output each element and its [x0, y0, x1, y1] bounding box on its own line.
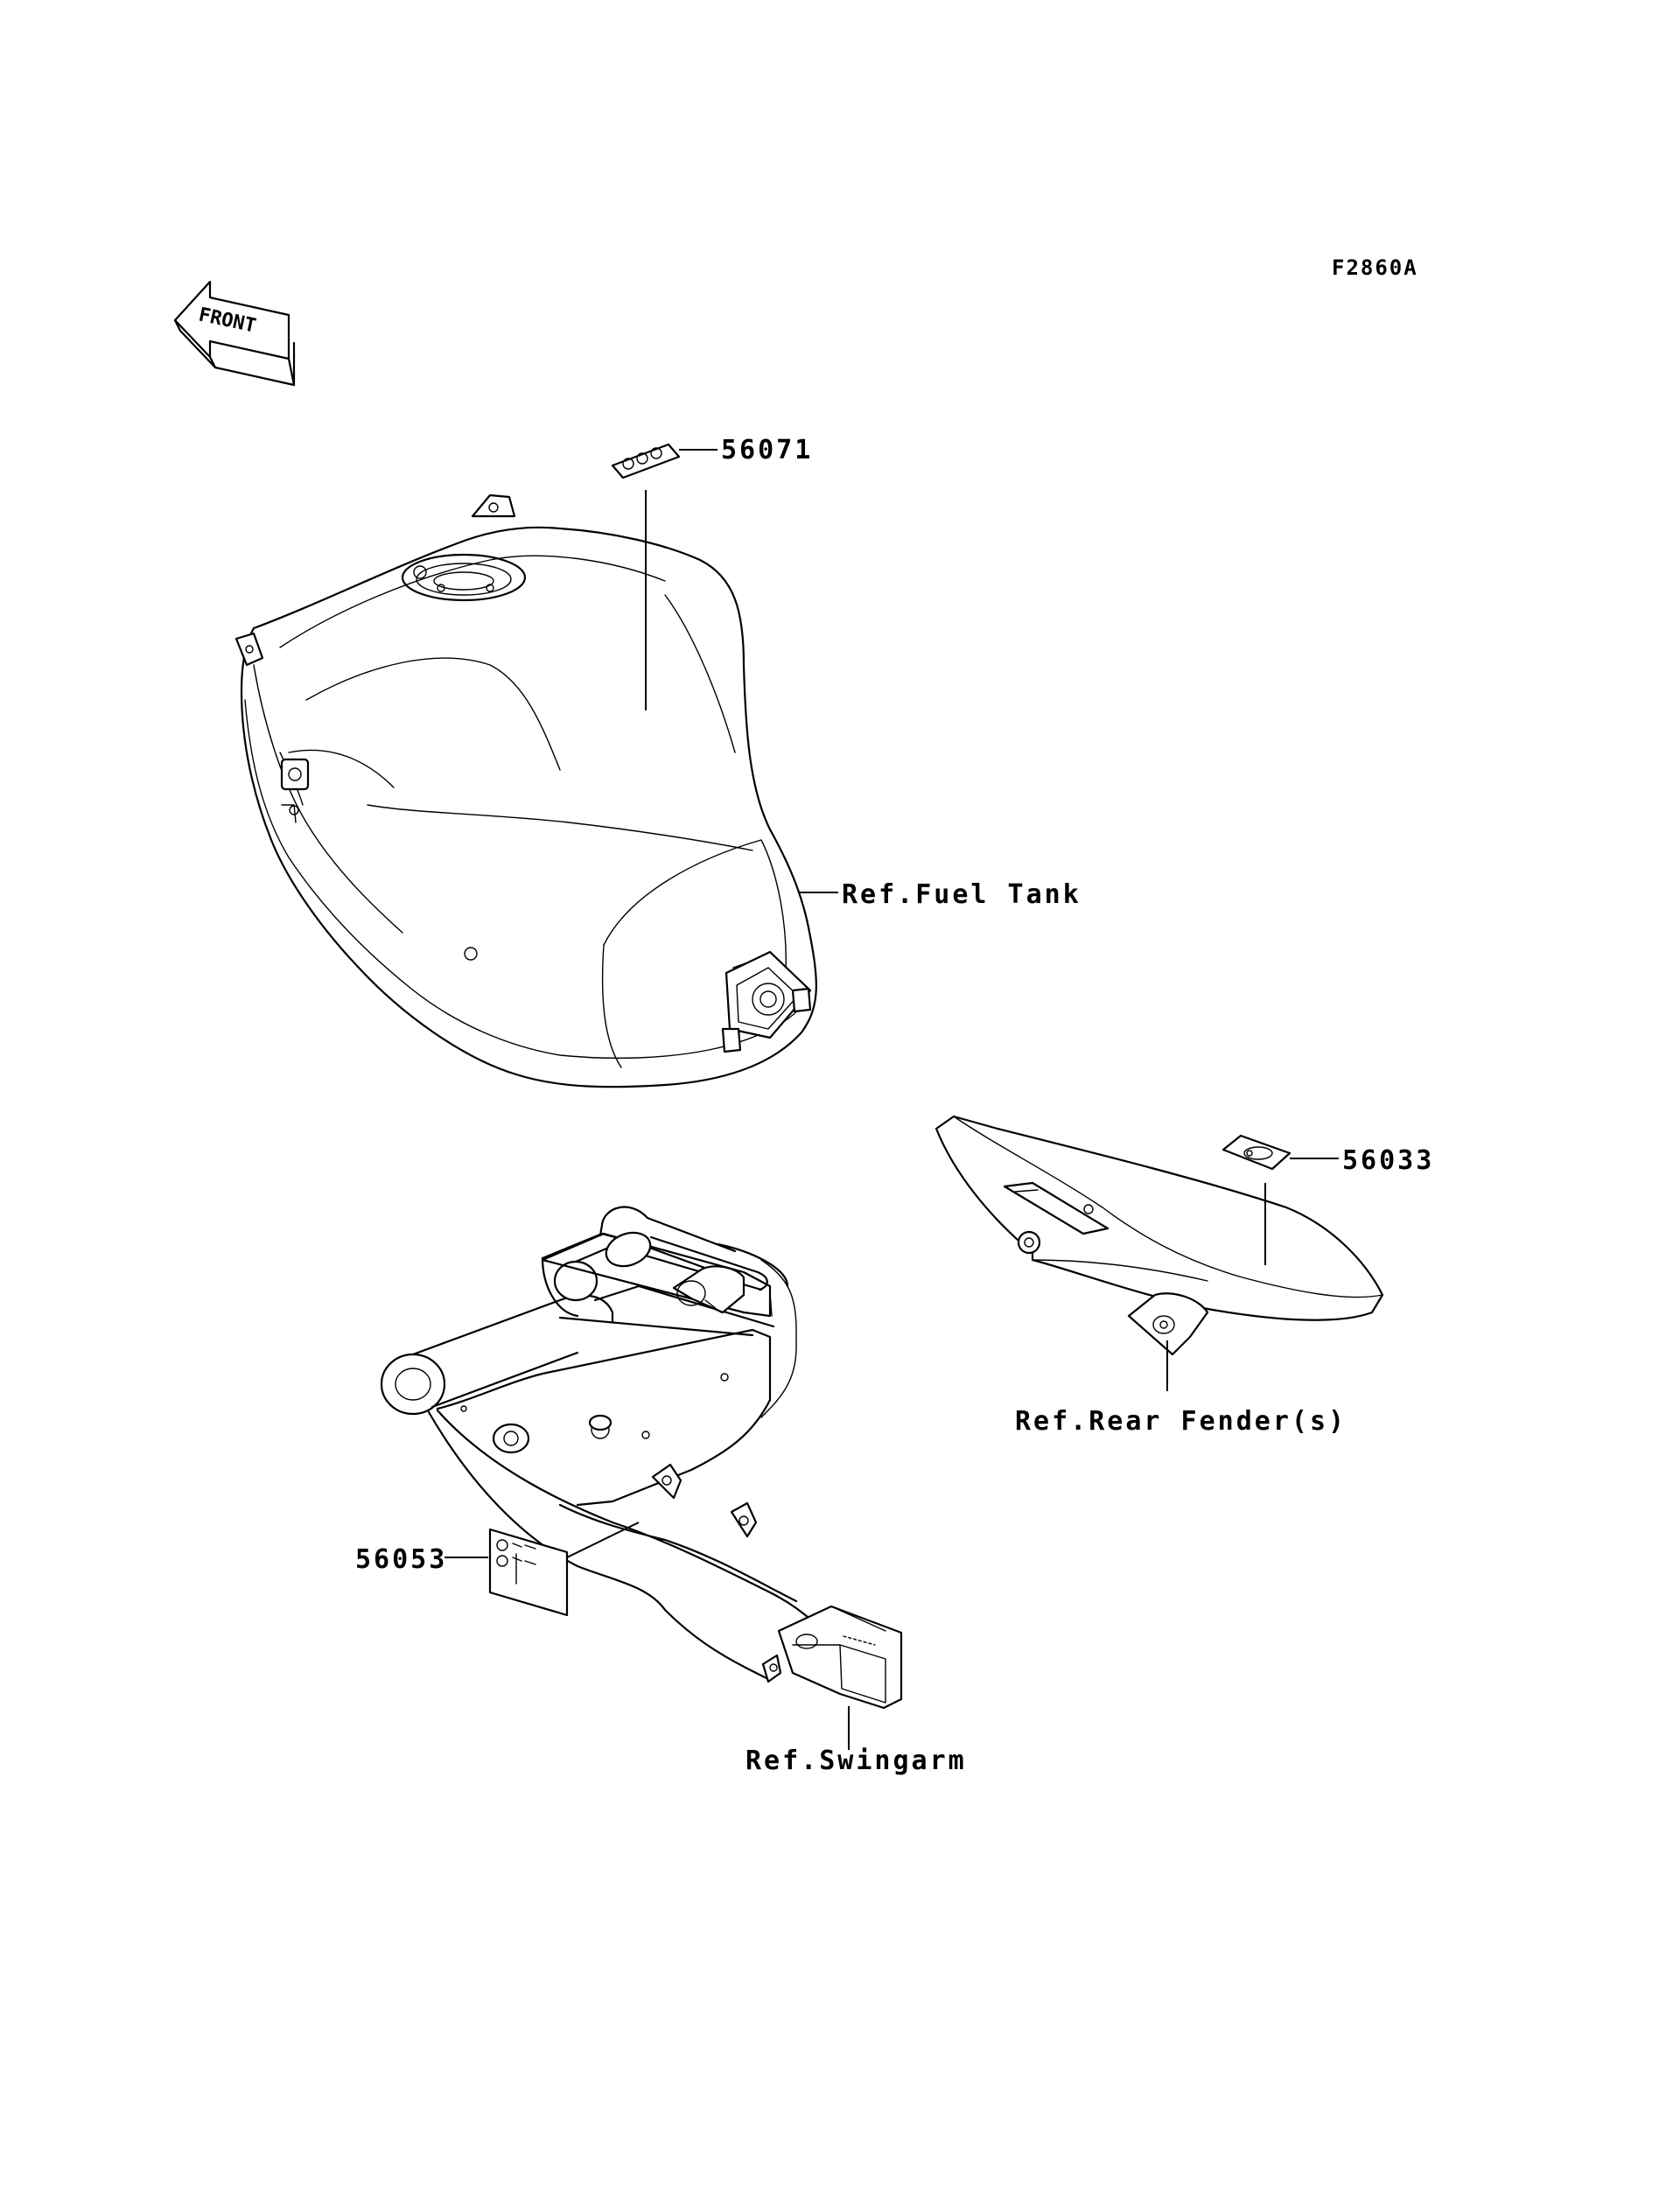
fuel-tank — [234, 493, 817, 1088]
ref-swingarm: Ref.Swingarm — [746, 1746, 967, 1776]
decal-56053 — [488, 1528, 569, 1617]
ref-fuel-tank: Ref.Fuel Tank — [842, 879, 1082, 910]
callout-56053: 56053 — [355, 1544, 447, 1575]
swingarm — [380, 1206, 903, 1710]
callout-56071: 56071 — [721, 435, 813, 465]
rear-fender-chain-cover — [934, 1115, 1384, 1356]
front-arrow-icon: FRONT — [173, 280, 296, 387]
tank-rear-mount — [721, 950, 812, 1053]
decal-56071 — [611, 443, 681, 479]
decal-56033 — [1222, 1134, 1292, 1171]
callout-56033: 56033 — [1342, 1145, 1434, 1176]
figure-code: F2860A — [1332, 255, 1418, 280]
ref-rear-fender: Ref.Rear Fender(s) — [1015, 1406, 1347, 1437]
